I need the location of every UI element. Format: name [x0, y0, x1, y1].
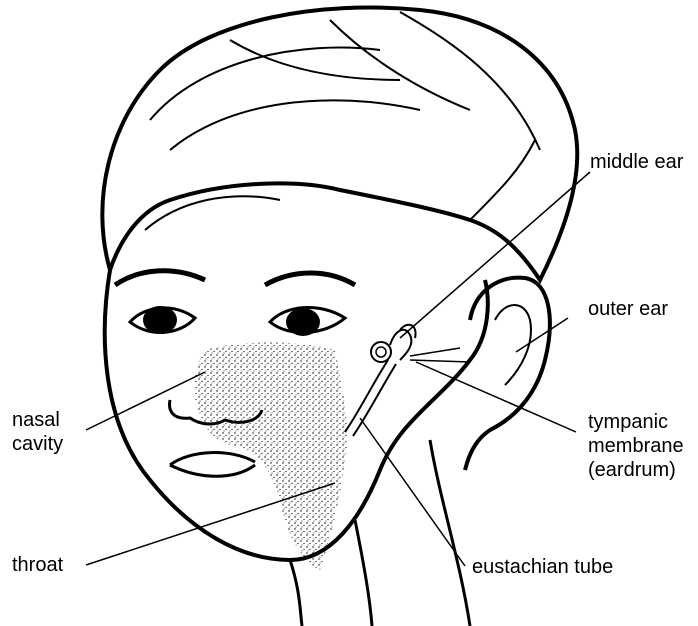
left-eye-pupil	[143, 306, 177, 334]
leader-tympanic-membrane	[416, 362, 576, 432]
leader-nasal-cavity	[86, 372, 205, 430]
label-nasal-cavity-line-2: cavity	[12, 432, 63, 456]
mouth-lower-lip	[170, 465, 255, 476]
eustachian-tube-shape	[345, 360, 396, 436]
right-eyebrow	[265, 273, 355, 285]
label-tympanic-membrane: tympanic membrane (eardrum)	[588, 410, 684, 482]
leader-eustachian-tube	[360, 418, 465, 566]
label-tympanic-line-1: tympanic	[588, 410, 684, 434]
label-nasal-cavity: nasal cavity	[12, 408, 63, 456]
nasal-throat-stipple	[194, 343, 347, 571]
label-tympanic-line-3: (eardrum)	[588, 458, 684, 482]
label-outer-ear: outer ear	[588, 297, 668, 321]
leader-outer-ear	[516, 318, 568, 352]
label-nasal-cavity-line-1: nasal	[12, 408, 63, 432]
label-eustachian-tube: eustachian tube	[472, 555, 613, 579]
middle-ear-structure	[371, 325, 470, 362]
mouth-upper-lip	[170, 453, 255, 465]
label-throat: throat	[12, 553, 63, 577]
label-middle-ear: middle ear	[590, 150, 683, 174]
left-eyebrow	[115, 271, 205, 285]
label-tympanic-line-2: membrane	[588, 434, 684, 458]
right-eye-pupil	[286, 308, 320, 336]
